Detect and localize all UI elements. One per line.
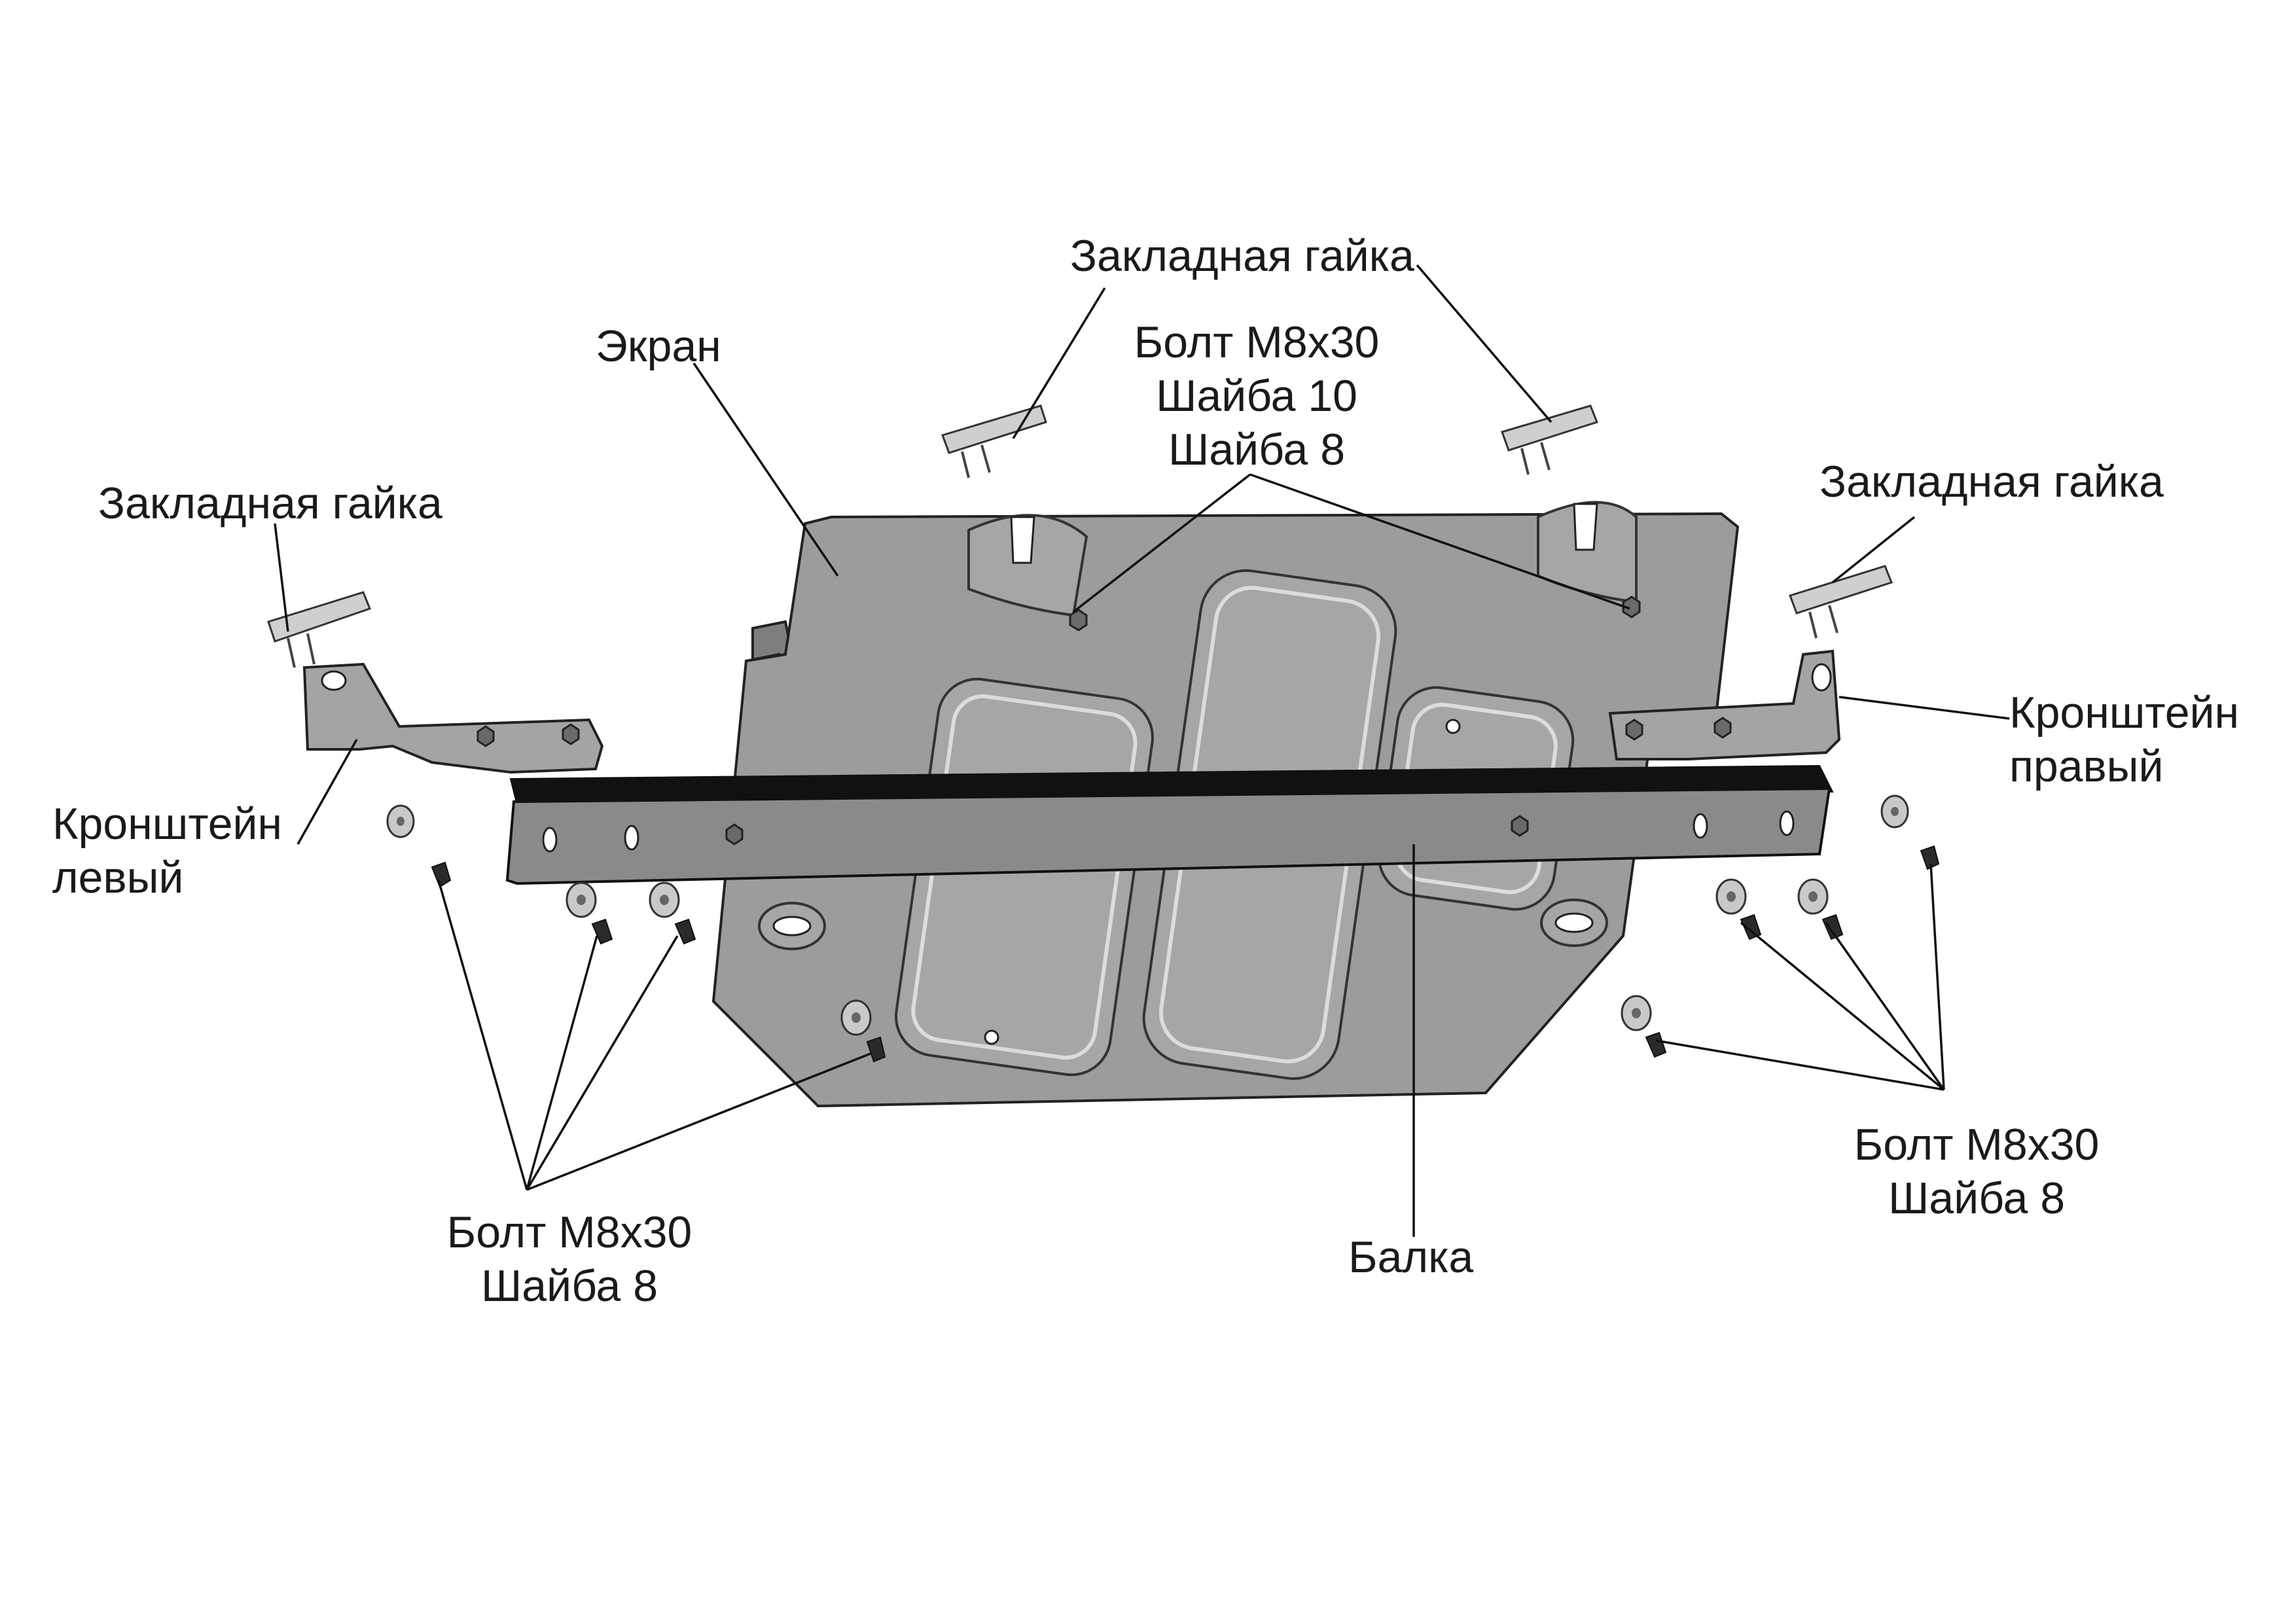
embedded-nut-left	[267, 591, 371, 668]
embedded-nut-top-left	[941, 404, 1047, 478]
label-ekran: Экран	[596, 321, 721, 371]
label-bolt-left: Болт М8х30 Шайба 8	[446, 1207, 692, 1311]
label-bolt-right: Болт М8х30 Шайба 8	[1854, 1120, 2100, 1223]
label-beam: Балка	[1348, 1232, 1474, 1282]
label-bracket-left: Кронштейн левый	[52, 799, 283, 902]
label-embedded-nut-right: Закладная гайка	[1820, 457, 2164, 507]
fasteners-left	[386, 804, 886, 1063]
beam-slots	[542, 810, 1795, 853]
bracket-right	[1608, 649, 1841, 760]
embedded-nut-top-right	[1501, 404, 1598, 475]
embedded-nut-right	[1789, 565, 1893, 639]
bracket-left	[302, 662, 604, 774]
label-embedded-nut-top: Закладная гайка	[1070, 231, 1414, 281]
fasteners-right	[1621, 794, 1940, 1058]
beam	[505, 764, 1834, 885]
leader-lines	[274, 264, 2010, 1237]
label-embedded-nut-left: Закладная гайка	[98, 478, 442, 528]
label-bolt-top: Болт М8х30 Шайба 10 Шайба 8	[1134, 317, 1380, 474]
label-bracket-right: Кронштейн правый	[2009, 688, 2240, 791]
